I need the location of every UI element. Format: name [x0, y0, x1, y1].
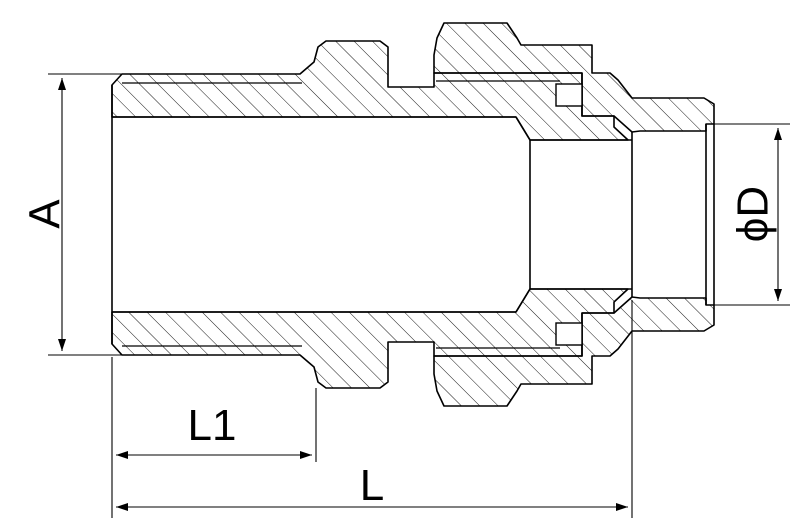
dimension-d: ϕD — [714, 123, 790, 306]
bore-outline — [111, 85, 715, 344]
dimension-l1: L1 — [111, 357, 317, 518]
dimension-a: A — [21, 73, 122, 356]
label-l: L — [360, 461, 384, 510]
label-l1: L1 — [188, 401, 237, 450]
seal-rings — [555, 83, 583, 346]
thread-lines — [122, 80, 560, 349]
label-a: A — [21, 199, 70, 229]
dimension-l: L — [116, 300, 633, 518]
label-d: ϕD — [729, 186, 778, 242]
